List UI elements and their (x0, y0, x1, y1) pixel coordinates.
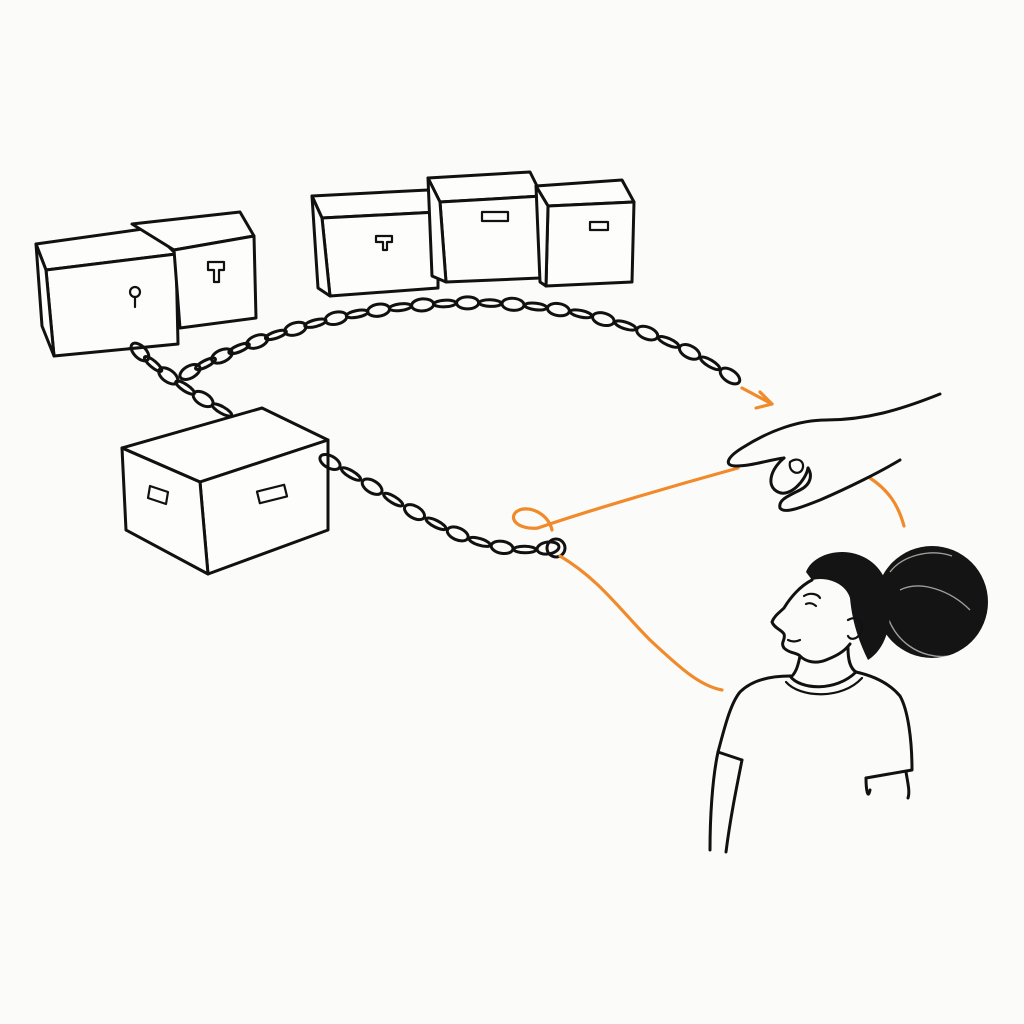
chain-bottom (318, 453, 561, 556)
hair-bun (876, 546, 988, 658)
chain-link (477, 298, 503, 308)
box-back-right (534, 178, 636, 288)
chain-link (467, 535, 492, 548)
chain-link (568, 308, 594, 320)
chain-link (718, 366, 742, 386)
chain-link (245, 333, 270, 350)
box-back-middle (426, 170, 544, 284)
chain-link (489, 539, 515, 556)
chain-link (387, 302, 413, 313)
pointing-hand-icon (726, 392, 942, 512)
chain-link (613, 319, 638, 332)
chain-link (263, 328, 288, 342)
chain-link (402, 503, 427, 522)
chain-link (410, 297, 436, 313)
chain-link (366, 302, 392, 318)
chain-link (194, 356, 217, 372)
chain-link (424, 516, 448, 532)
box-left-back (130, 210, 258, 330)
chain-link (210, 347, 234, 365)
chain-link (142, 354, 164, 374)
chain-link (382, 491, 405, 508)
chain-link (227, 341, 251, 356)
chain-link (210, 402, 234, 418)
box-front (120, 406, 330, 576)
chain-link (635, 324, 660, 342)
chain-link (455, 295, 481, 311)
chain-link (178, 363, 202, 381)
orange-thread (511, 386, 906, 692)
chain-link (545, 301, 571, 318)
chain-drop (129, 341, 234, 418)
chain-end-ring (545, 537, 567, 559)
chain-link (656, 335, 681, 349)
chain-link (523, 301, 549, 312)
chain-link (591, 311, 616, 328)
chain-top (178, 295, 742, 386)
chain-link (318, 453, 342, 471)
chain-link (283, 320, 308, 337)
chain-link (303, 317, 328, 329)
chain-link (500, 296, 526, 312)
box-left-front (34, 226, 180, 358)
chain-link (129, 341, 151, 363)
chain-link (432, 298, 458, 309)
chain-link (699, 355, 722, 372)
chain-link (512, 544, 538, 555)
chain-link (677, 343, 702, 361)
chain-link (323, 310, 349, 327)
chain-link (360, 477, 384, 496)
chain-link (445, 525, 470, 543)
chain-link (339, 466, 363, 482)
box-back-left (310, 188, 440, 298)
child-figure-icon (708, 546, 988, 854)
chain-link (344, 308, 370, 320)
